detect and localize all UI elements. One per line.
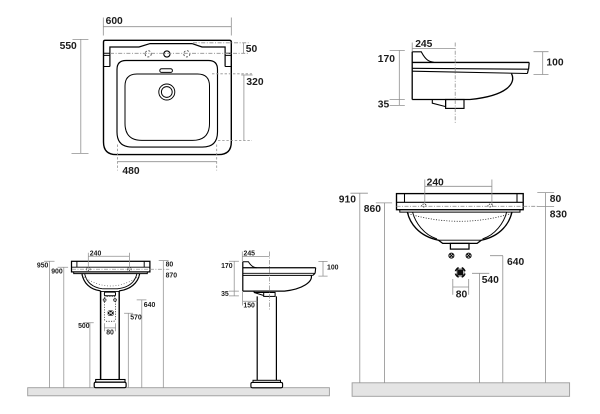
- svg-text:640: 640: [144, 302, 156, 309]
- svg-text:80: 80: [166, 262, 174, 269]
- svg-text:910: 910: [339, 195, 356, 206]
- svg-text:80: 80: [456, 290, 468, 301]
- svg-text:170: 170: [378, 54, 395, 65]
- svg-text:100: 100: [327, 265, 339, 272]
- svg-text:35: 35: [378, 99, 390, 110]
- svg-text:240: 240: [90, 250, 102, 257]
- svg-text:80: 80: [550, 194, 562, 205]
- svg-text:245: 245: [244, 250, 256, 257]
- svg-text:870: 870: [166, 273, 178, 280]
- svg-text:480: 480: [122, 166, 139, 177]
- svg-text:245: 245: [415, 39, 432, 50]
- svg-text:100: 100: [546, 57, 563, 68]
- svg-text:900: 900: [51, 268, 63, 275]
- svg-text:600: 600: [106, 16, 123, 27]
- svg-text:500: 500: [78, 323, 90, 330]
- svg-text:950: 950: [37, 262, 49, 269]
- svg-text:170: 170: [221, 263, 233, 270]
- svg-text:150: 150: [243, 303, 255, 310]
- svg-text:640: 640: [507, 257, 524, 268]
- svg-text:570: 570: [130, 315, 142, 322]
- svg-text:540: 540: [482, 275, 499, 286]
- svg-text:550: 550: [60, 41, 77, 52]
- svg-text:830: 830: [550, 210, 567, 221]
- svg-text:80: 80: [106, 330, 114, 337]
- svg-text:35: 35: [221, 291, 229, 298]
- svg-text:320: 320: [246, 77, 263, 88]
- svg-text:240: 240: [427, 178, 444, 189]
- svg-text:860: 860: [364, 204, 381, 215]
- svg-text:50: 50: [246, 44, 258, 55]
